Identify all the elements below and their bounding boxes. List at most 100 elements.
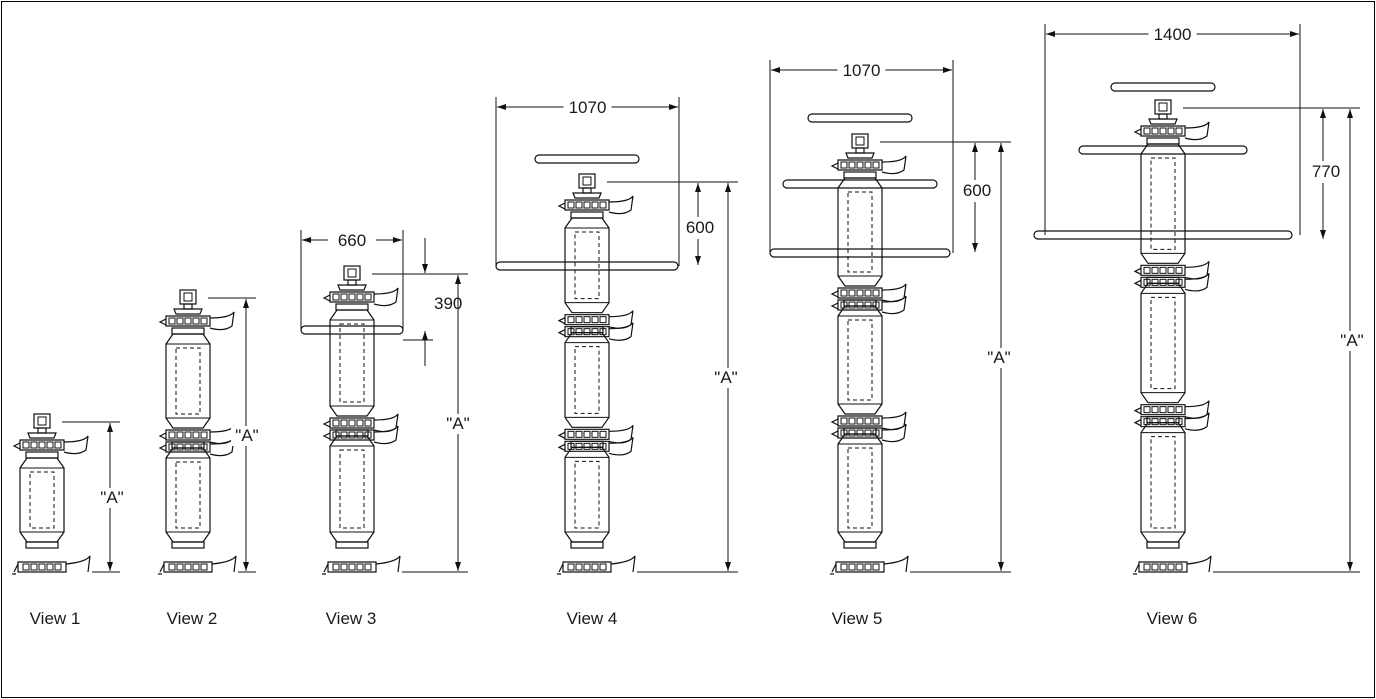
arrester-unit: [1140, 422, 1186, 543]
view-label: View 3: [326, 609, 377, 628]
base-bolt: [356, 563, 364, 571]
base-tab: [610, 555, 636, 573]
base-bolt: [184, 563, 192, 571]
view-2: "A"View 2: [158, 289, 263, 628]
width-label-bg: [563, 96, 612, 116]
base-plate: [163, 561, 213, 573]
base-bolt: [1167, 563, 1175, 571]
top-flange: [158, 311, 235, 331]
joint-flange: [1133, 272, 1210, 292]
base-plate: [327, 561, 377, 573]
arrester-unit: [165, 447, 211, 543]
neck: [843, 171, 877, 179]
base-bolt: [200, 563, 208, 571]
height-dimension-label: "A": [446, 414, 469, 433]
arrester-unit: [837, 433, 883, 543]
ring-width-label: 1070: [569, 98, 607, 117]
base-bolt: [1159, 563, 1167, 571]
base-bolt: [348, 563, 356, 571]
top-grading-ring: [807, 113, 913, 123]
arrester-unit: [564, 217, 610, 314]
base-plate: [835, 561, 885, 573]
base-terminal: [322, 563, 329, 575]
top-cap: [845, 133, 875, 159]
top-grading-ring: [1110, 82, 1216, 92]
grading-ring: [1078, 145, 1248, 155]
lower-grading-ring: [769, 248, 951, 258]
neck: [171, 541, 205, 549]
height-label-bg: [442, 414, 474, 434]
joint-flange: [557, 310, 634, 329]
joint-flange: [1133, 400, 1210, 419]
base-bolt: [168, 563, 176, 571]
base-tab: [1186, 555, 1212, 573]
base-bolt: [864, 563, 872, 571]
base-bolt: [848, 563, 856, 571]
base-bolt: [591, 563, 599, 571]
neck: [335, 541, 369, 549]
base-bolt: [46, 563, 54, 571]
base-tab: [211, 555, 237, 573]
top-flange: [830, 155, 907, 175]
width-label-bg: [1148, 23, 1197, 43]
ring-width-label: 1400: [1154, 25, 1192, 44]
ring-spacing-label: 390: [434, 294, 462, 313]
base-bolt: [1151, 563, 1159, 571]
base-plate: [1138, 561, 1188, 573]
view-label: View 4: [567, 609, 618, 628]
joint-flange: [1133, 260, 1210, 280]
ring-spacing-label: 600: [963, 181, 991, 200]
top-cap: [572, 173, 602, 199]
base-terminal: [1133, 563, 1140, 575]
neck: [843, 541, 877, 549]
top-grading-ring: [534, 154, 640, 164]
top-cap: [337, 265, 367, 291]
spacing-label-bg: [1305, 161, 1341, 183]
base-tab: [883, 555, 909, 573]
base-bolt: [30, 563, 38, 571]
height-label-bg: [983, 348, 1015, 368]
base-bolt: [1175, 563, 1183, 571]
arrester-unit: [1140, 143, 1186, 264]
base-plate: [17, 561, 67, 573]
neck: [570, 541, 604, 549]
arrester-unit: [329, 435, 375, 543]
height-dimension-label: "A": [235, 426, 258, 445]
neck: [335, 303, 369, 311]
joint-flange: [158, 437, 235, 457]
top-flange: [12, 435, 89, 455]
neck: [171, 327, 205, 335]
view-label: View 6: [1147, 609, 1198, 628]
base-bolt: [54, 563, 62, 571]
arrester-unit: [165, 333, 211, 429]
neck: [1146, 541, 1180, 549]
joint-flange: [830, 283, 907, 303]
base-bolt: [840, 563, 848, 571]
neck: [570, 211, 604, 219]
height-dimension-label: "A": [987, 348, 1010, 367]
top-cap: [1148, 99, 1178, 125]
base-bolt: [340, 563, 348, 571]
base-bolt: [38, 563, 46, 571]
height-label-bg: [96, 488, 128, 508]
height-label-bg: [710, 368, 742, 388]
base-bolt: [872, 563, 880, 571]
view-1: "A"View 1: [12, 413, 128, 628]
arrester-unit: [837, 177, 883, 287]
width-label-bg: [328, 229, 376, 249]
base-bolt: [567, 563, 575, 571]
base-terminal: [830, 563, 837, 575]
ring-spacing-label: 600: [686, 218, 714, 237]
ring-spacing-label: 770: [1312, 162, 1340, 181]
base-terminal: [557, 563, 564, 575]
base-plate: [562, 561, 612, 573]
height-label-bg: [1336, 331, 1368, 351]
base-tab: [375, 555, 401, 573]
height-dimension-label: "A": [100, 488, 123, 507]
joint-flange: [830, 295, 907, 315]
